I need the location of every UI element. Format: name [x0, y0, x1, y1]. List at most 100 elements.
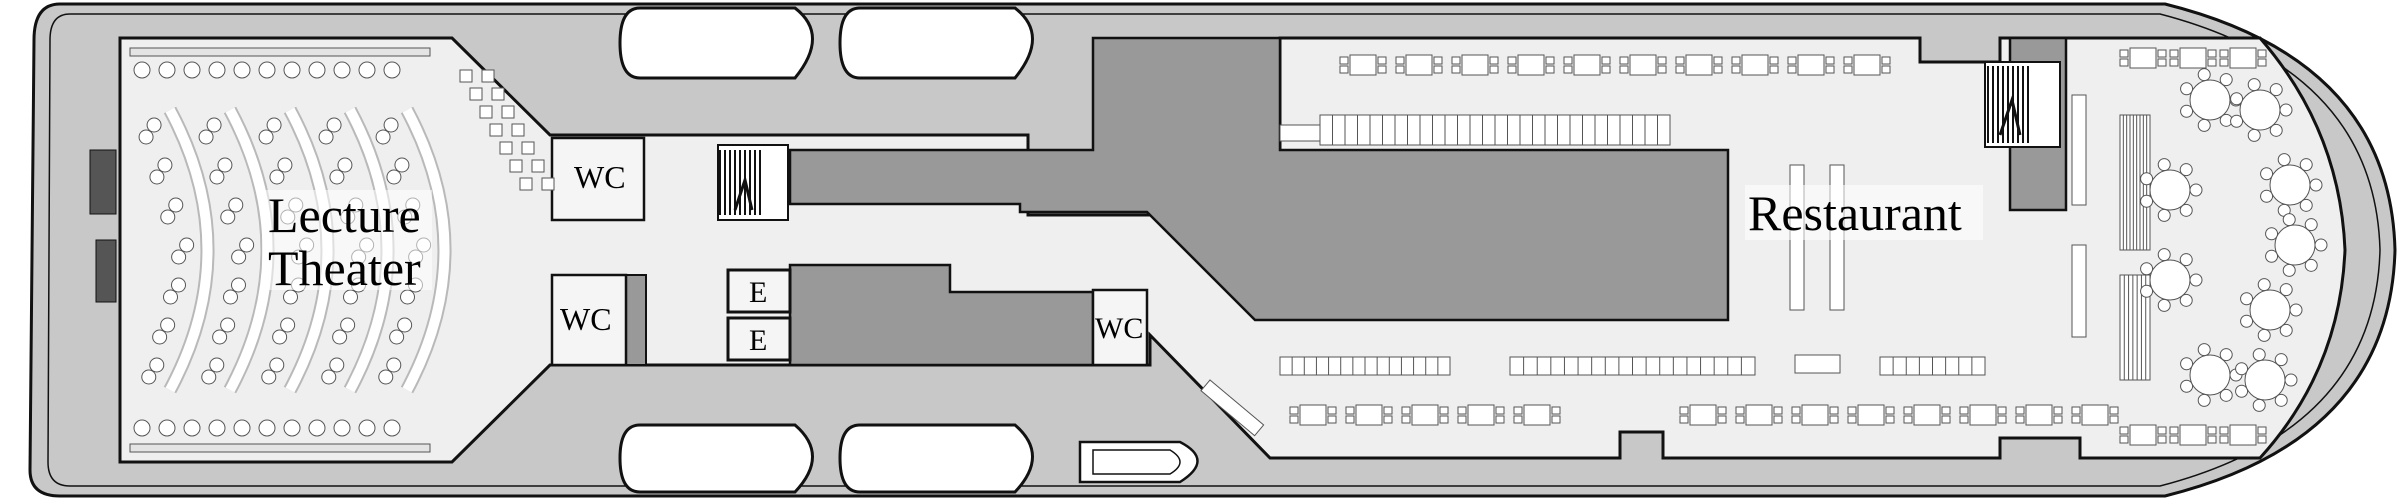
- chair: [223, 289, 238, 305]
- chair: [531, 159, 545, 173]
- chair: [183, 419, 201, 437]
- round-table: [2274, 224, 2316, 266]
- chair: [1289, 415, 1299, 424]
- chair: [2179, 253, 2193, 267]
- banquette: [1279, 124, 1321, 142]
- chair: [1377, 56, 1387, 65]
- chair: [2260, 189, 2274, 203]
- dining-table: [1689, 404, 1717, 426]
- dining-table: [1573, 54, 1601, 76]
- chair: [2179, 203, 2193, 217]
- chair: [2279, 323, 2293, 337]
- chair: [2279, 103, 2293, 117]
- chair: [217, 157, 233, 173]
- chair: [1959, 406, 1969, 415]
- chair: [146, 117, 162, 133]
- banquette: [2119, 274, 2151, 381]
- chair: [1675, 56, 1685, 65]
- chair: [220, 317, 236, 333]
- bench: [129, 47, 431, 57]
- chair: [1997, 406, 2007, 415]
- chair: [2314, 238, 2328, 252]
- chair: [1679, 415, 1689, 424]
- chair: [1601, 56, 1611, 65]
- wc-room: [1091, 288, 1149, 367]
- chair: [269, 357, 285, 373]
- chair: [1769, 65, 1779, 74]
- chair: [2071, 406, 2081, 415]
- chair: [1601, 65, 1611, 74]
- chair: [158, 419, 176, 437]
- chair: [2277, 153, 2291, 167]
- chair: [2240, 314, 2254, 328]
- chair: [2207, 426, 2217, 435]
- chair: [337, 157, 353, 173]
- chair: [1551, 415, 1561, 424]
- dining-table: [1685, 54, 1713, 76]
- chair: [386, 357, 402, 373]
- chair: [233, 61, 251, 79]
- chair: [1903, 415, 1913, 424]
- chair: [2197, 68, 2211, 82]
- chair: [2140, 284, 2154, 298]
- wc-label: WC: [1095, 312, 1143, 345]
- buffet-station: [2071, 244, 2087, 338]
- chair: [2207, 435, 2217, 444]
- chair: [1433, 65, 1443, 74]
- label-backdrop: [1745, 185, 1983, 240]
- chair: [459, 69, 473, 83]
- chair: [2180, 379, 2194, 393]
- chair: [2207, 49, 2217, 58]
- dining-table: [1797, 54, 1825, 76]
- chair: [2279, 283, 2293, 297]
- chair: [1327, 415, 1337, 424]
- hull-inner-line: [47, 13, 2381, 487]
- chair: [2180, 104, 2194, 118]
- chair: [308, 61, 326, 79]
- chair: [2119, 49, 2129, 58]
- chair: [2169, 435, 2179, 444]
- chair: [1507, 65, 1517, 74]
- chair: [133, 61, 151, 79]
- chair: [499, 141, 513, 155]
- chair: [1563, 56, 1573, 65]
- chair: [383, 117, 399, 133]
- chair: [511, 123, 525, 137]
- chair: [233, 419, 251, 437]
- round-table: [2249, 289, 2291, 331]
- chair: [2179, 163, 2193, 177]
- chair: [318, 129, 334, 145]
- chair: [258, 61, 276, 79]
- chair: [2219, 426, 2229, 435]
- chair: [1619, 65, 1629, 74]
- dining-table: [1355, 404, 1383, 426]
- chair: [1345, 415, 1355, 424]
- chair: [1941, 406, 1951, 415]
- chair: [2257, 49, 2267, 58]
- chair: [2257, 426, 2267, 435]
- chair: [258, 419, 276, 437]
- chair: [2309, 178, 2323, 192]
- chair: [479, 105, 493, 119]
- chair: [2015, 415, 2025, 424]
- chair: [138, 129, 154, 145]
- chair: [2257, 435, 2267, 444]
- dining-table: [2081, 404, 2109, 426]
- chair: [383, 61, 401, 79]
- dining-table: [1411, 404, 1439, 426]
- chair: [2109, 406, 2119, 415]
- chair: [308, 419, 326, 437]
- chair: [1339, 65, 1349, 74]
- chair: [1383, 415, 1393, 424]
- elevator-label: E: [749, 324, 767, 357]
- dining-table: [2129, 424, 2157, 446]
- chair: [1941, 415, 1951, 424]
- chair: [149, 169, 165, 185]
- chair: [1731, 65, 1741, 74]
- chair: [201, 369, 217, 385]
- chair: [2299, 158, 2313, 172]
- chair: [160, 209, 176, 225]
- chair: [1825, 56, 1835, 65]
- chair: [2257, 58, 2267, 67]
- service-strip-wc: [625, 274, 647, 366]
